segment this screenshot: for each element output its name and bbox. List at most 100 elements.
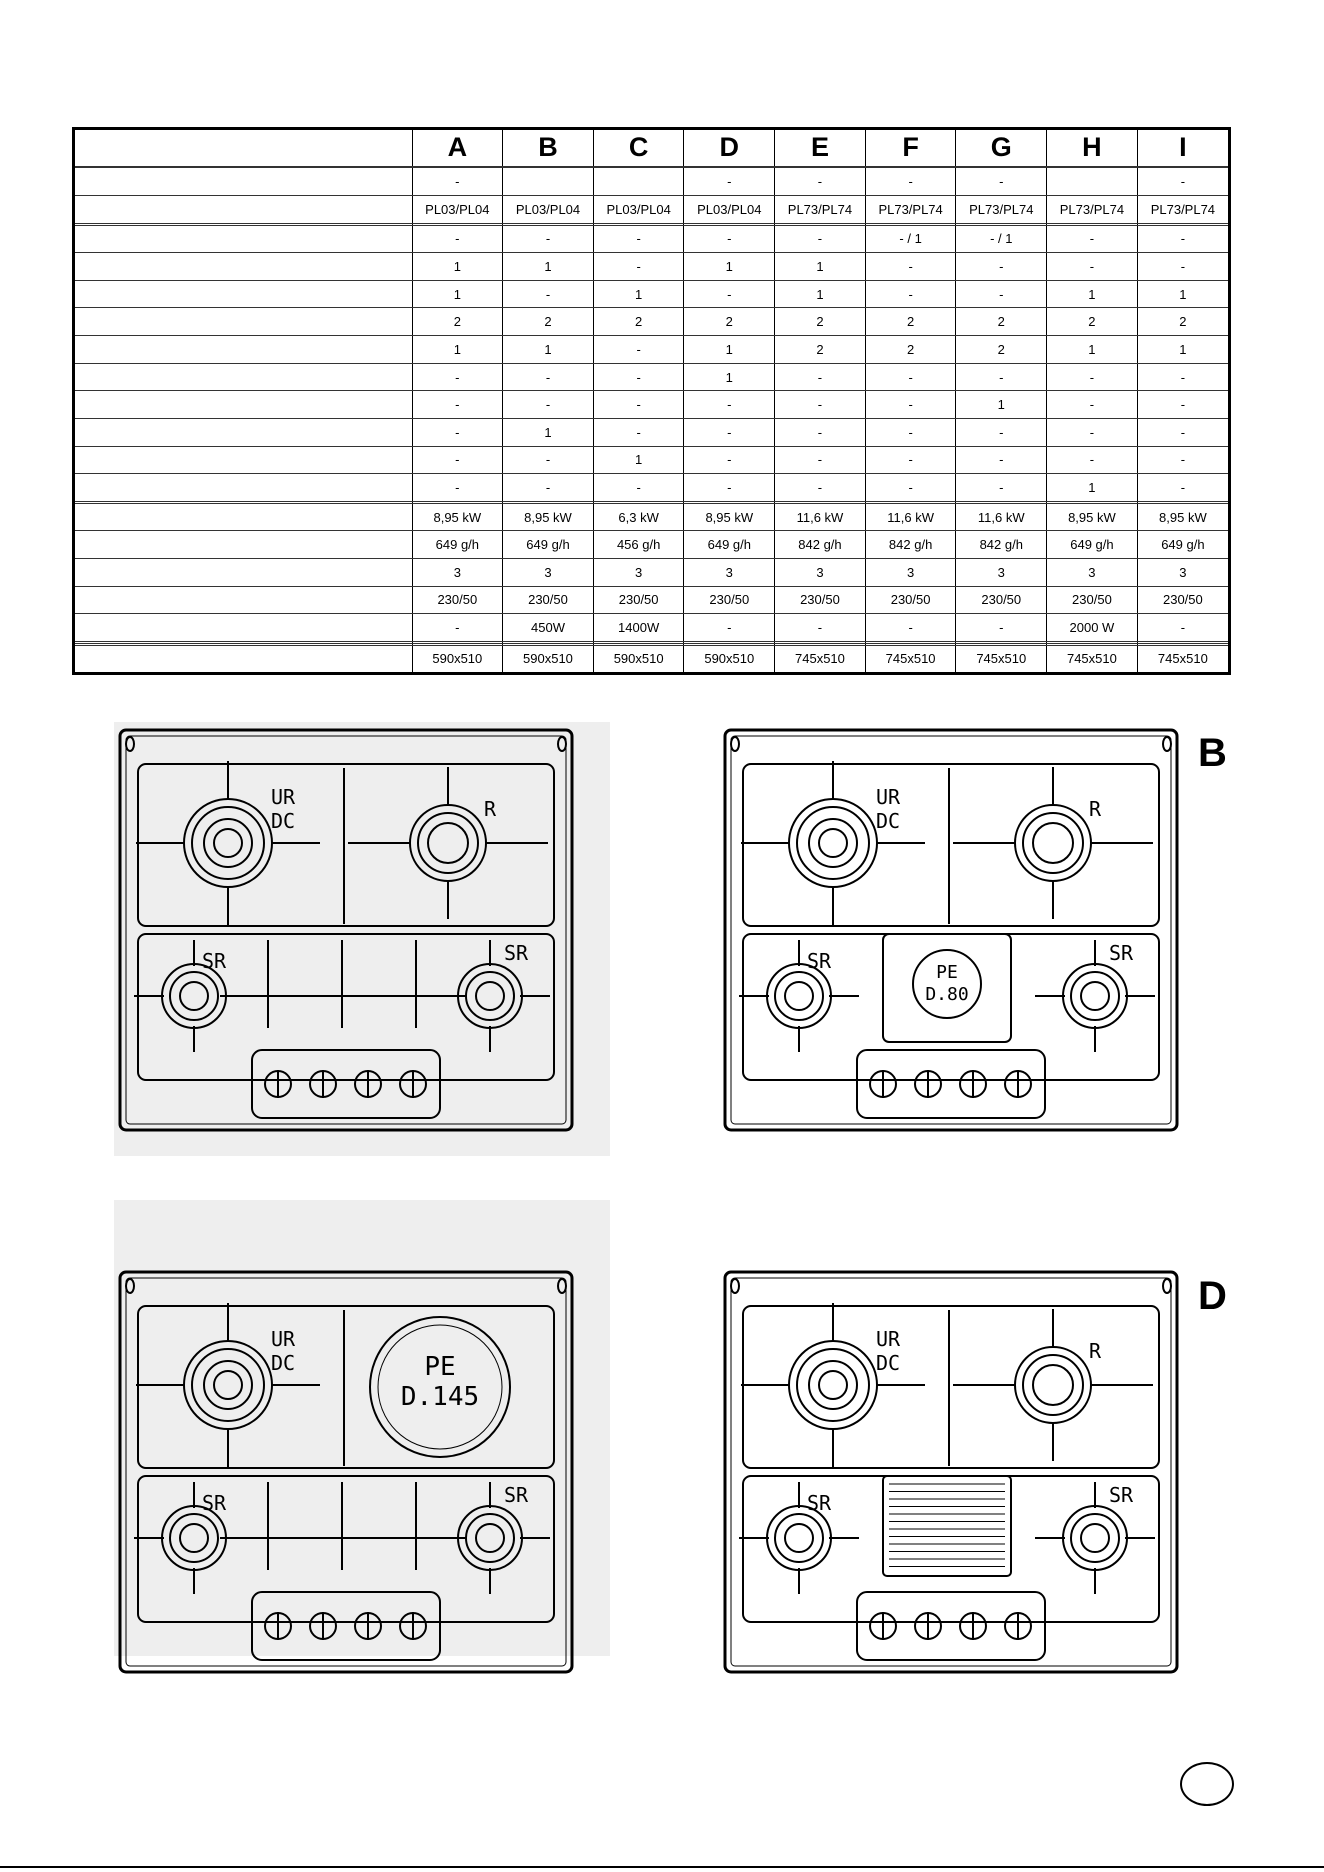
row-label: [75, 252, 412, 281]
burner-ring: [1062, 1505, 1128, 1571]
burner-cap: [796, 1348, 870, 1422]
fixing-slot: [730, 736, 740, 752]
row-label: [75, 363, 412, 392]
table-cell: 230/50: [864, 586, 956, 615]
table-cell: 590x510: [592, 645, 684, 672]
fixing-slot: [557, 736, 567, 752]
table-cell: -: [683, 613, 775, 642]
table-cell: -: [1046, 418, 1138, 447]
table-cell: PL73/PL74: [1046, 195, 1138, 224]
row-label: [75, 530, 412, 559]
column-header: C: [592, 130, 684, 167]
table-cell: [864, 166, 956, 169]
table-cell: 745x510: [1046, 645, 1138, 672]
grate-bottom: [742, 1475, 1160, 1623]
table-cell: 3: [592, 558, 684, 587]
table-cell: 1400W: [592, 613, 684, 642]
table-cell: 11,6 kW: [774, 503, 866, 532]
table-cell: -: [502, 446, 594, 475]
hob-outer-frame: [118, 1270, 574, 1674]
table-cell: -: [1046, 390, 1138, 419]
table-cell: 1: [502, 335, 594, 364]
table-cell: -: [411, 167, 503, 197]
table-cell: PL03/PL04: [502, 195, 594, 224]
table-cell: -: [592, 335, 684, 364]
table-cell: - / 1: [955, 225, 1047, 254]
burner-inner: [784, 981, 814, 1011]
table-cell: [955, 501, 1047, 504]
table-cell: 745x510: [864, 645, 956, 672]
table-cell: [1046, 501, 1138, 504]
burner-cap: [191, 1348, 265, 1422]
column-header: G: [955, 130, 1047, 167]
burner-label: DC: [876, 1351, 900, 1375]
burner-inner: [1080, 1523, 1110, 1553]
table-cell: -: [774, 225, 866, 254]
grate-bottom: [137, 933, 555, 1081]
table-cell: 3: [1046, 558, 1138, 587]
figure-d-letter: D: [1198, 1274, 1227, 1318]
table-cell: [1136, 501, 1228, 504]
table-cell: [592, 223, 684, 226]
row-label: [75, 307, 412, 337]
burner-inner: [179, 981, 209, 1011]
table-cell: [502, 223, 594, 226]
burner-cap: [774, 1513, 824, 1563]
table-cell: 2: [411, 307, 503, 337]
burner-label: R: [484, 797, 497, 821]
table-cell: -: [955, 167, 1047, 197]
table-cell: 649 g/h: [1136, 530, 1228, 559]
table-cell: -: [1046, 225, 1138, 254]
table-cell: -: [502, 225, 594, 254]
grate-top: [742, 1305, 1160, 1469]
table-cell: [683, 643, 775, 646]
table-cell: -: [1046, 446, 1138, 475]
burner-ring: [183, 798, 273, 888]
table-cell: PL73/PL74: [1136, 195, 1228, 224]
column-header: H: [1046, 130, 1138, 167]
table-cell: 11,6 kW: [864, 503, 956, 532]
table-cell: [411, 643, 503, 646]
table-cell: [411, 641, 503, 644]
table-cell: -: [411, 225, 503, 254]
table-cell: -: [774, 613, 866, 642]
grate-bottom: [742, 933, 1160, 1081]
row-label: [75, 503, 412, 532]
table-cell: 842 g/h: [864, 530, 956, 559]
control-panel: [251, 1049, 441, 1119]
burner-label: SR: [807, 1491, 832, 1515]
burner-label: DC: [271, 1351, 295, 1375]
table-cell: -: [502, 363, 594, 392]
burner-label: UR: [876, 785, 901, 809]
table-cell: 11,6 kW: [955, 503, 1047, 532]
table-cell: 2: [955, 335, 1047, 364]
table-cell: -: [864, 446, 956, 475]
table-cell: 6,3 kW: [592, 503, 684, 532]
grate-top: [137, 763, 555, 927]
burner-inner: [1032, 1364, 1074, 1406]
table-row: ------1--: [75, 390, 1228, 419]
table-cell: 842 g/h: [774, 530, 866, 559]
table-cell: -: [774, 473, 866, 502]
table-cell: [502, 166, 594, 169]
burner-inner: [475, 981, 505, 1011]
burner-label: R: [1089, 1339, 1102, 1363]
row-label: [75, 613, 412, 642]
table-cell: -: [502, 390, 594, 419]
table-cell: -: [1136, 473, 1228, 502]
table-cell: [1136, 643, 1228, 646]
row-label: [75, 558, 412, 587]
table-cell: -: [774, 167, 866, 197]
hotplate-panel: [882, 933, 1012, 1043]
table-cell: 1: [683, 335, 775, 364]
burner-ring: [409, 804, 487, 882]
table-cell: 2: [683, 307, 775, 337]
table-cell: -: [955, 252, 1047, 281]
table-cell: 1: [1046, 335, 1138, 364]
table-cell: [1136, 223, 1228, 226]
table-cell: 1: [955, 390, 1047, 419]
table-cell: 1: [592, 446, 684, 475]
